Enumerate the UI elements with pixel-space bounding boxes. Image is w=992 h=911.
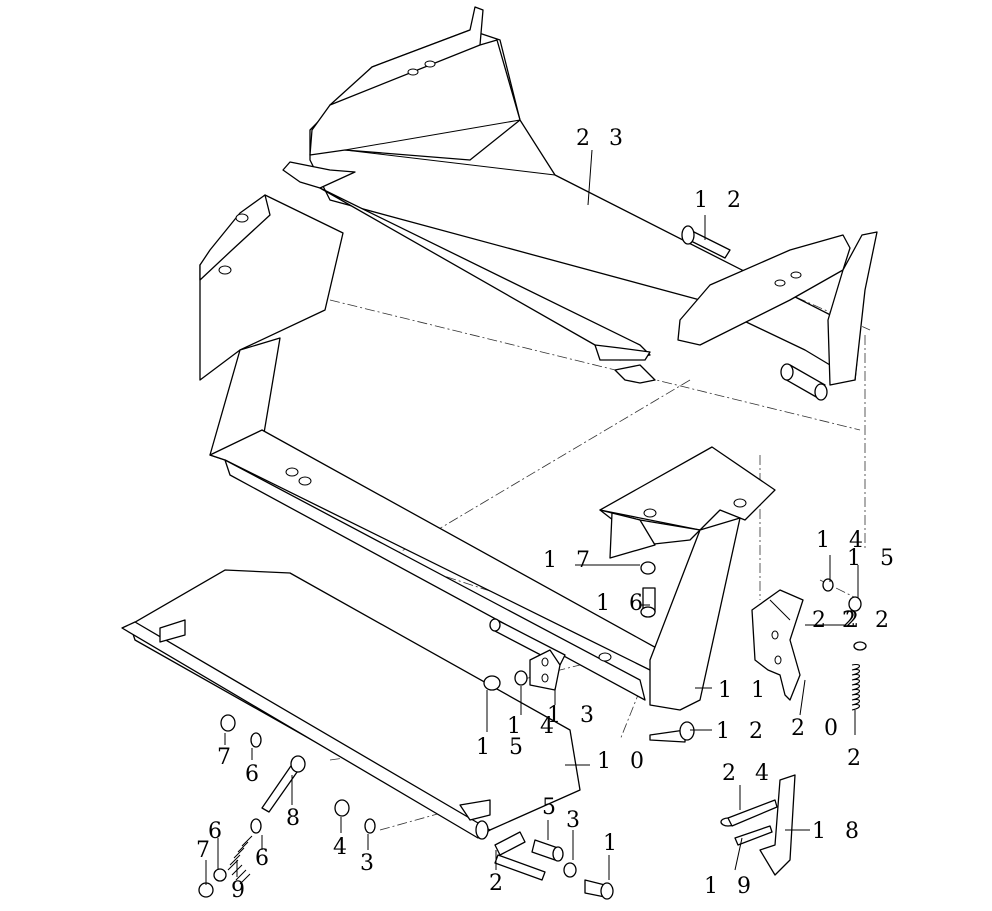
lower-plate [121, 569, 581, 840]
callout-22-left: 2 2 [812, 608, 865, 633]
callout-2-lower: 2 [489, 871, 509, 896]
callout-23: 2 3 [576, 126, 629, 151]
callout-12-top: 1 2 [694, 188, 747, 213]
callout-6-upper: 6 [245, 762, 265, 787]
callout-8: 8 [286, 806, 306, 831]
callout-22-right: 2 2 [842, 608, 895, 633]
top-guard [282, 6, 878, 386]
callout-9: 9 [231, 878, 251, 903]
callout-14-lower: 1 4 [507, 714, 560, 739]
callout-12-lower: 1 2 [716, 719, 769, 744]
roller [780, 363, 828, 401]
leader-lines [205, 149, 859, 885]
callout-10: 1 0 [597, 749, 650, 774]
latch-assembly [720, 578, 867, 876]
callout-6-lower-left: 6 [208, 819, 228, 844]
callout-3-left: 3 [360, 851, 380, 876]
callout-4: 4 [333, 835, 353, 860]
callout-7-upper: 7 [217, 745, 237, 770]
callout-20: 2 0 [791, 716, 844, 741]
bracket-13 [529, 649, 561, 691]
callout-3-right: 3 [566, 808, 586, 833]
bolt-12-lower [649, 721, 695, 743]
callout-15-right: 1 5 [847, 546, 900, 571]
callout-17: 1 7 [543, 548, 596, 573]
callout-7-lower: 7 [196, 838, 216, 863]
callouts: 2 3 1 2 1 7 1 6 1 4 1 5 2 2 2 2 1 1 2 0 … [196, 126, 900, 903]
callout-18: 1 8 [812, 819, 865, 844]
callout-2-right: 2 [847, 746, 867, 771]
callout-15-lower: 1 5 [476, 735, 529, 760]
callout-14-right: 1 4 [816, 528, 869, 553]
callout-11: 1 1 [718, 678, 771, 703]
callout-5: 5 [542, 795, 562, 820]
callout-24: 2 4 [722, 761, 775, 786]
frame [199, 194, 776, 711]
callout-16: 1 6 [596, 591, 649, 616]
pin-12-top [681, 225, 731, 259]
callout-19: 1 9 [704, 874, 757, 899]
washers-small [483, 561, 656, 691]
callout-1: 1 [603, 831, 623, 856]
callout-13: 1 3 [547, 703, 600, 728]
callout-6-lower-right: 6 [255, 846, 275, 871]
